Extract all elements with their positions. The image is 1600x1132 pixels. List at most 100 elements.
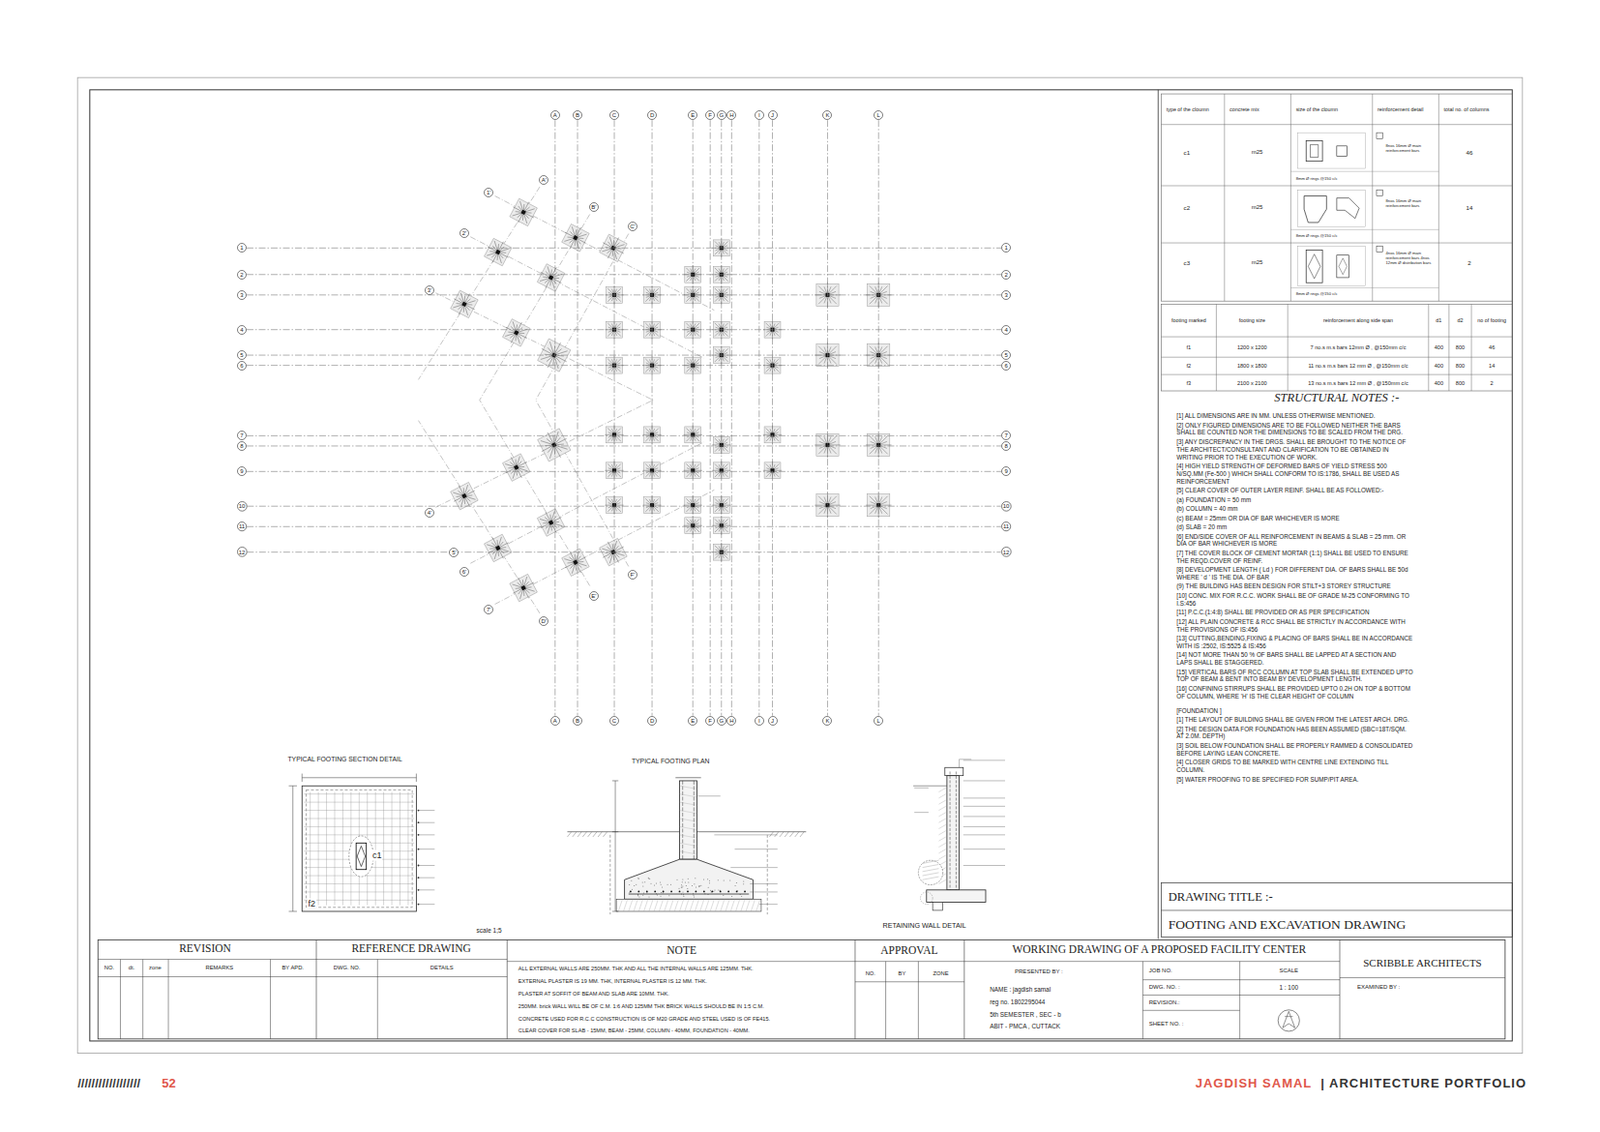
concrete-stipple <box>723 879 725 881</box>
drawing-line <box>383 792 385 906</box>
bubble-circle <box>484 604 494 614</box>
table-header: d1 <box>1430 317 1448 324</box>
grid-line <box>651 119 653 716</box>
drawing-outline <box>1303 196 1327 223</box>
drawing-line <box>119 959 121 1039</box>
grid-line <box>246 505 1001 507</box>
drawing-line <box>730 866 778 868</box>
grid-bubble: 4 <box>1001 325 1011 335</box>
footing-symbol <box>560 546 593 579</box>
bubble-circle <box>688 715 698 725</box>
grid-bubble: 6' <box>459 566 470 577</box>
grid-line <box>710 119 712 716</box>
grid-label: 8 <box>239 443 243 449</box>
footing-symbol <box>534 425 573 464</box>
structural-note: [14] NOT MORE THAN 50 % OF BARS SHALL BE… <box>1176 651 1414 667</box>
drawing-line <box>689 898 694 912</box>
grid-label: 1 <box>1004 244 1008 251</box>
grid-bubble: 8 <box>237 441 247 451</box>
drawing-line <box>289 785 297 787</box>
concrete-stipple <box>637 893 639 895</box>
table-cell: 1800 x 1800 <box>1217 362 1286 370</box>
drawing-line <box>303 801 415 803</box>
table-cell: 400 <box>1430 379 1448 386</box>
concrete-stipple <box>650 883 652 885</box>
grid-bubble: 3 <box>237 290 247 300</box>
drawing-line <box>736 898 741 912</box>
rebar-dot <box>670 890 673 893</box>
grid-label: 5' <box>451 549 456 556</box>
grid-line <box>731 119 733 716</box>
drawing-line <box>417 903 435 905</box>
drawing-rect <box>77 77 1523 1053</box>
grid-label: F <box>708 717 712 724</box>
structural-note: (a) FOUNDATION = 50 mm <box>1176 496 1414 504</box>
detail-title: RETAINING WALL DETAIL <box>882 920 966 930</box>
drawing-line <box>1157 89 1159 940</box>
bubble-circle <box>754 715 764 725</box>
bubble-circle <box>628 569 638 579</box>
drawing-line <box>774 831 779 837</box>
drawing-rect <box>616 898 762 912</box>
footing-symbol <box>481 532 514 564</box>
drawing-line <box>435 293 653 401</box>
drawing-line <box>963 797 1006 799</box>
drawing-line <box>1160 242 1512 244</box>
drawing-line <box>303 817 415 819</box>
drawing-line <box>1160 356 1512 358</box>
concrete-stipple <box>691 885 693 887</box>
table-cell: 46 <box>1466 149 1474 157</box>
footer-text: ////////////////// <box>77 1075 141 1092</box>
rebar-dot <box>637 890 640 893</box>
drawing-line <box>914 811 929 813</box>
drawing-line <box>938 855 946 860</box>
bubble-circle <box>648 111 657 120</box>
drawing-line <box>417 186 540 380</box>
drawing-rect <box>1298 245 1366 286</box>
grid-label: D <box>650 717 654 724</box>
drawing-line <box>922 872 940 876</box>
grid-bubble: J <box>768 110 778 120</box>
drawing-line <box>938 824 946 829</box>
grid-bubble: 11 <box>237 521 247 532</box>
concrete-stipple <box>642 886 644 888</box>
drawing-line <box>658 898 663 912</box>
grid-label: G <box>718 717 724 724</box>
drawing-line <box>680 851 698 855</box>
structural-note: [16] CONFINING STIRRUPS SHALL BE PROVIDE… <box>1176 684 1414 701</box>
bubble-circle <box>539 617 549 626</box>
title-block-text: DWG. NO. <box>333 964 361 972</box>
drawing-line <box>417 888 435 890</box>
drawing-line <box>963 805 1006 807</box>
table-cell: 8mm Ø rings @150 c/c <box>1296 233 1434 238</box>
grid-label: F' <box>630 571 636 578</box>
grid-bubble: F <box>705 110 715 120</box>
grid-label: 9 <box>1004 468 1008 475</box>
drawing-line <box>142 959 144 1039</box>
concrete-stipple <box>693 883 695 885</box>
drawing-line <box>1290 171 1439 173</box>
table-header: total no. of columns <box>1444 106 1509 113</box>
concrete-stipple <box>684 881 686 883</box>
grid-bubble: 11 <box>1001 521 1011 532</box>
footing-pad <box>562 548 590 576</box>
concrete-stipple <box>637 894 639 896</box>
grid-bubble: 3 <box>1001 290 1011 300</box>
rebar-dot <box>719 890 722 893</box>
concrete-stipple <box>630 880 632 882</box>
drawing-line <box>1339 977 1506 978</box>
rebar-dot <box>629 890 632 893</box>
grid-label: 12 <box>1003 549 1010 556</box>
drawing-line <box>1287 303 1289 391</box>
table-cell: 46 <box>1473 343 1511 351</box>
drawing-line <box>506 940 508 1039</box>
bubble-circle <box>237 522 246 532</box>
drawing-line <box>759 903 778 905</box>
title-block-text: REFERENCE DRAWING <box>351 942 471 956</box>
title-block-text: DWG. NO. : <box>1149 983 1181 991</box>
grid-line <box>246 526 1002 528</box>
bubble-circle <box>425 507 435 517</box>
drawing-line <box>479 214 591 401</box>
table-header: reinforcement detail <box>1377 106 1435 113</box>
bubble-circle <box>539 175 549 184</box>
